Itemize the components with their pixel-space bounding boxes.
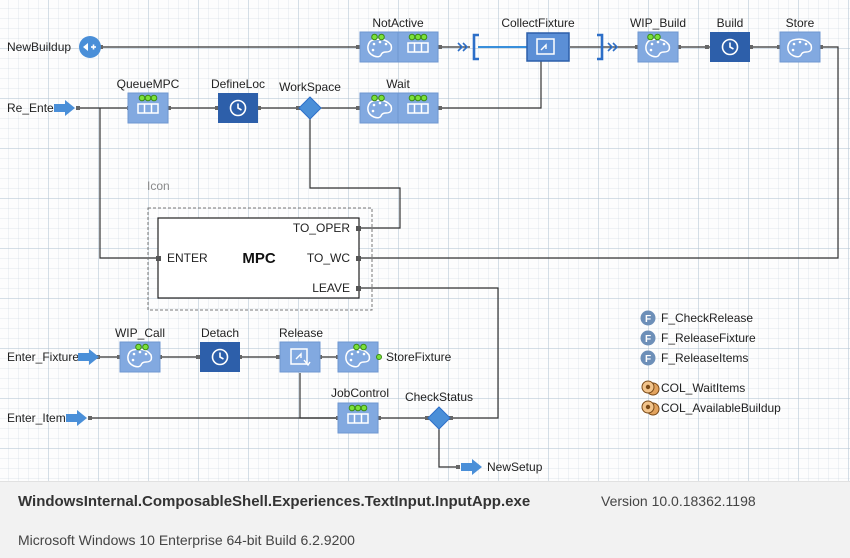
block-release[interactable]: Release: [279, 326, 323, 373]
block-label: Build: [717, 16, 744, 30]
block-label: Store: [786, 16, 815, 30]
function-item[interactable]: F F_CheckRelease: [640, 310, 754, 326]
decision-diamond-icon: [298, 96, 322, 120]
block-label: WorkSpace: [279, 80, 341, 94]
function-icon: [640, 350, 656, 366]
function-label: F_ReleaseFixture: [661, 331, 756, 345]
block-store[interactable]: Store: [779, 16, 821, 63]
source-label: NewBuildup: [7, 40, 71, 54]
port-leave[interactable]: [356, 286, 361, 291]
function-icon: [640, 310, 656, 326]
connector-lines: [78, 46, 839, 468]
block-label: StoreFixture: [386, 350, 452, 364]
block-workspace[interactable]: WorkSpace: [279, 80, 341, 120]
connector-checkstatus-newsetup[interactable]: [438, 428, 460, 468]
block-label: WIP_Call: [115, 326, 165, 340]
block-wait[interactable]: Wait: [359, 77, 439, 124]
icon-area-label: Icon: [147, 179, 170, 193]
sink-new-setup[interactable]: NewSetup: [461, 459, 543, 475]
block-detach[interactable]: Detach: [199, 326, 241, 373]
chevron-right-icon: [607, 42, 619, 52]
block-check-status[interactable]: CheckStatus: [405, 390, 473, 430]
source-arrow-icon: [78, 349, 99, 365]
connector-leave-checkstatus[interactable]: [359, 287, 499, 419]
source-label: Enter_Fixture: [7, 350, 79, 364]
source-enter-fixture[interactable]: Enter_Fixture: [7, 349, 99, 365]
source-arrow-icon: [66, 410, 87, 426]
block-collect-fixture[interactable]: CollectFixture: [457, 16, 619, 62]
process-diagram-canvas[interactable]: NewBuildup Re_Enter Enter_Fixture Enter_…: [0, 0, 850, 481]
block-label: DefineLoc: [211, 77, 265, 91]
bracket-open-icon: [472, 33, 479, 61]
mpc-agent[interactable]: MPC ENTER TO_OPER TO_WC LEAVE: [156, 217, 361, 299]
block-label: JobControl: [331, 386, 389, 400]
app-version: Version 10.0.18362.1198: [601, 493, 756, 509]
function-label: F_CheckRelease: [661, 311, 753, 325]
block-label: CheckStatus: [405, 390, 473, 404]
block-label: Release: [279, 326, 323, 340]
sink-arrow-icon: [461, 459, 482, 475]
collection-label: COL_AvailableBuildup: [661, 401, 781, 415]
block-label: QueueMPC: [117, 77, 180, 91]
function-label: F_ReleaseItems: [661, 351, 748, 365]
source-label: Re_Enter: [7, 101, 58, 115]
source-enter-icon: [79, 36, 101, 58]
block-not-active[interactable]: NotActive: [359, 16, 439, 63]
block-label: Wait: [386, 77, 410, 91]
block-label: NewSetup: [487, 460, 543, 474]
app-info-footer: WindowsInternal.ComposableShell.Experien…: [0, 481, 850, 558]
block-build[interactable]: Build: [709, 16, 751, 63]
port-to-oper[interactable]: [356, 226, 361, 231]
connector-wait-collect[interactable]: [438, 58, 542, 109]
connector-workspace-to-oper[interactable]: [309, 118, 401, 229]
port-leave-label: LEAVE: [312, 281, 350, 295]
block-wip-call[interactable]: WIP_Call: [115, 326, 165, 373]
svg-text:F: F: [645, 354, 651, 365]
source-new-buildup[interactable]: NewBuildup: [7, 36, 101, 58]
app-name: WindowsInternal.ComposableShell.Experien…: [18, 493, 531, 510]
port-to-wc[interactable]: [356, 256, 361, 261]
resource-pool-icon: [779, 31, 821, 63]
pickup-icon: [526, 32, 570, 62]
collection-icon: [641, 400, 660, 416]
mpc-box[interactable]: [157, 217, 360, 299]
clock-icon: [709, 31, 751, 63]
block-define-loc[interactable]: DefineLoc: [211, 77, 265, 124]
clock-icon: [199, 341, 241, 373]
port-enter[interactable]: [156, 256, 161, 261]
connector-reenter-mpc-enter[interactable]: [99, 108, 160, 259]
clock-icon: [217, 92, 259, 124]
collection-icon: [641, 380, 660, 396]
connector-store-to-wc[interactable]: [359, 46, 839, 259]
source-re-enter[interactable]: Re_Enter: [7, 100, 75, 116]
release-icon: [279, 341, 321, 373]
source-label: Enter_Item: [7, 411, 66, 425]
function-item[interactable]: F F_ReleaseItems: [640, 350, 749, 366]
port-enter-label: ENTER: [167, 251, 208, 265]
block-label: WIP_Build: [630, 16, 686, 30]
decision-diamond-icon: [427, 406, 451, 430]
os-info: Microsoft Windows 10 Enterprise 64-bit B…: [18, 532, 355, 548]
block-label: CollectFixture: [501, 16, 575, 30]
block-label: NotActive: [372, 16, 424, 30]
block-store-fixture[interactable]: StoreFixture: [337, 341, 452, 373]
collection-label: COL_WaitItems: [661, 381, 745, 395]
svg-text:F: F: [645, 314, 651, 325]
icon-area-frame[interactable]: [147, 207, 373, 311]
chevron-right-icon: [457, 42, 469, 52]
block-job-control[interactable]: JobControl: [331, 386, 389, 434]
source-enter-item[interactable]: Enter_Item: [7, 410, 87, 426]
port-to-oper-label: TO_OPER: [293, 221, 350, 235]
collection-item[interactable]: COL_AvailableBuildup: [641, 400, 781, 416]
block-wip-build[interactable]: WIP_Build: [630, 16, 686, 63]
function-icon: [640, 330, 656, 346]
svg-text:F: F: [645, 334, 651, 345]
block-label: Detach: [201, 326, 239, 340]
collection-item[interactable]: COL_WaitItems: [641, 380, 745, 396]
bracket-close-icon: [597, 33, 604, 61]
function-item[interactable]: F F_ReleaseFixture: [640, 330, 757, 346]
mpc-title: MPC: [242, 250, 276, 267]
block-queue-mpc[interactable]: QueueMPC: [117, 77, 180, 124]
port-to-wc-label: TO_WC: [307, 251, 350, 265]
